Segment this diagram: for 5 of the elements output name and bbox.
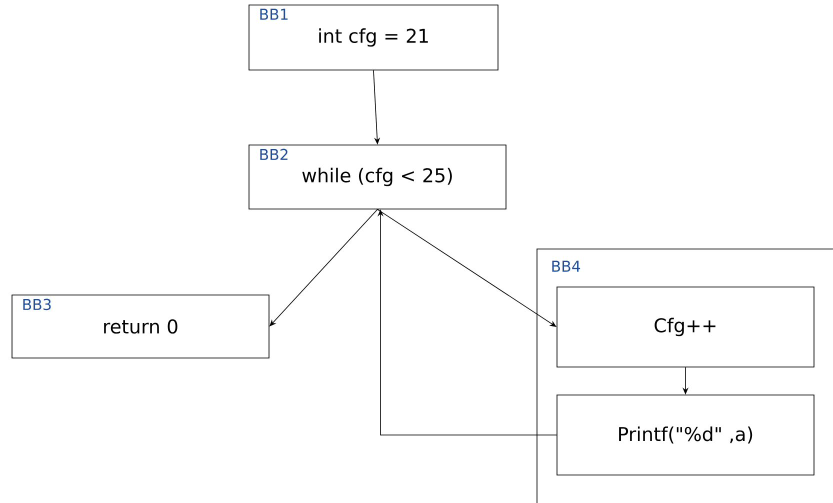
code-box: Printf("%d" ,a)	[556, 394, 814, 476]
code-box: int cfg = 21 BB1	[248, 4, 498, 70]
code-box: while (cfg < 25) BB2	[248, 144, 506, 210]
code-box: Cfg++	[556, 286, 814, 368]
code-box: return 0 BB3	[12, 294, 270, 358]
